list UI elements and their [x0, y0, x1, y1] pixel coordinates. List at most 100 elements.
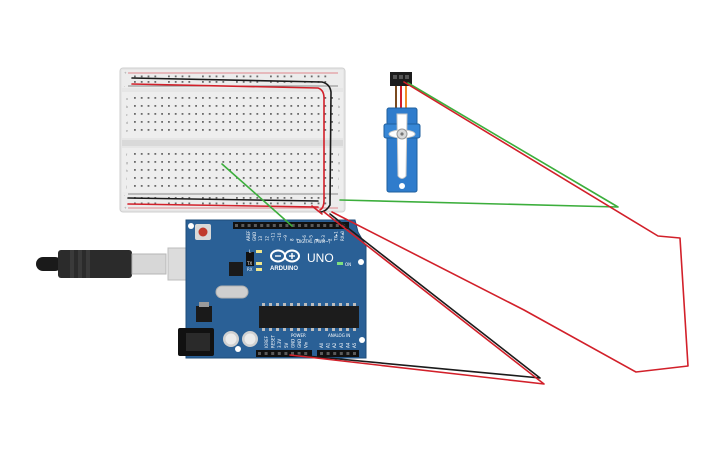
rail-hole[interactable] — [283, 202, 286, 205]
strip-hole[interactable] — [147, 121, 150, 123]
strip-hole[interactable] — [297, 129, 299, 131]
strip-hole[interactable] — [202, 185, 204, 187]
strip-hole[interactable] — [270, 161, 272, 163]
rail-hole[interactable] — [290, 202, 293, 205]
rail-hole[interactable] — [256, 81, 259, 83]
strip-hole[interactable] — [168, 121, 170, 123]
rail-hole[interactable] — [208, 81, 211, 83]
rail-hole[interactable] — [202, 75, 204, 78]
strip-hole[interactable] — [188, 169, 191, 171]
strip-hole[interactable] — [317, 153, 320, 155]
strip-hole[interactable] — [195, 161, 197, 163]
strip-hole[interactable] — [208, 169, 211, 171]
strip-hole[interactable] — [140, 121, 143, 123]
strip-hole[interactable] — [276, 169, 279, 171]
strip-hole[interactable] — [256, 105, 259, 107]
strip-hole[interactable] — [174, 129, 177, 131]
strip-hole[interactable] — [331, 121, 333, 123]
strip-hole[interactable] — [331, 129, 333, 131]
strip-hole[interactable] — [147, 185, 150, 187]
strip-hole[interactable] — [310, 105, 313, 107]
strip-hole[interactable] — [222, 129, 225, 131]
strip-hole[interactable] — [276, 129, 279, 131]
reset-button-cap[interactable] — [198, 227, 208, 237]
strip-hole[interactable] — [147, 129, 150, 131]
strip-hole[interactable] — [290, 185, 293, 187]
strip-hole[interactable] — [154, 153, 157, 155]
strip-hole[interactable] — [297, 161, 299, 163]
strip-hole[interactable] — [208, 161, 211, 163]
strip-hole[interactable] — [310, 185, 313, 187]
strip-hole[interactable] — [242, 161, 245, 163]
strip-hole[interactable] — [290, 169, 293, 171]
strip-hole[interactable] — [147, 177, 150, 179]
strip-hole[interactable] — [140, 105, 143, 107]
digital-pin[interactable] — [260, 224, 264, 227]
rail-hole[interactable] — [147, 75, 150, 78]
rail-hole[interactable] — [174, 75, 177, 78]
strip-hole[interactable] — [134, 97, 136, 99]
strip-hole[interactable] — [317, 177, 320, 179]
strip-hole[interactable] — [242, 177, 245, 179]
rail-hole[interactable] — [304, 75, 306, 78]
strip-hole[interactable] — [161, 105, 163, 107]
strip-hole[interactable] — [222, 113, 225, 115]
strip-hole[interactable] — [270, 113, 272, 115]
rail-hole[interactable] — [242, 202, 245, 205]
strip-hole[interactable] — [276, 185, 279, 187]
rail-hole[interactable] — [270, 197, 272, 199]
strip-hole[interactable] — [215, 169, 218, 171]
rail-hole[interactable] — [236, 81, 238, 83]
strip-hole[interactable] — [256, 121, 259, 123]
rail-hole[interactable] — [188, 202, 191, 205]
strip-hole[interactable] — [324, 113, 327, 115]
rail-hole[interactable] — [181, 75, 184, 78]
power-pin[interactable] — [297, 352, 301, 355]
strip-hole[interactable] — [297, 153, 299, 155]
strip-hole[interactable] — [229, 161, 231, 163]
digital-pin[interactable] — [298, 224, 301, 227]
strip-hole[interactable] — [168, 177, 170, 179]
strip-hole[interactable] — [256, 97, 259, 99]
strip-hole[interactable] — [140, 153, 143, 155]
rail-hole[interactable] — [256, 197, 259, 199]
strip-hole[interactable] — [154, 105, 157, 107]
strip-hole[interactable] — [331, 105, 333, 107]
wire-green-signal-breadboard[interactable] — [221, 163, 293, 227]
strip-hole[interactable] — [208, 153, 211, 155]
strip-hole[interactable] — [147, 105, 150, 107]
rail-hole[interactable] — [270, 202, 272, 205]
strip-hole[interactable] — [202, 177, 204, 179]
strip-hole[interactable] — [242, 105, 245, 107]
strip-hole[interactable] — [249, 105, 252, 107]
strip-hole[interactable] — [181, 129, 184, 131]
power-pin[interactable] — [258, 352, 261, 355]
rail-hole[interactable] — [222, 75, 225, 78]
strip-hole[interactable] — [229, 105, 231, 107]
rail-hole[interactable] — [154, 202, 157, 205]
strip-hole[interactable] — [242, 153, 245, 155]
rail-hole[interactable] — [310, 202, 313, 205]
rail-hole[interactable] — [134, 75, 136, 78]
strip-hole[interactable] — [174, 185, 177, 187]
strip-hole[interactable] — [256, 177, 259, 179]
strip-hole[interactable] — [215, 185, 218, 187]
strip-hole[interactable] — [263, 169, 265, 171]
strip-hole[interactable] — [242, 169, 245, 171]
strip-hole[interactable] — [174, 105, 177, 107]
strip-hole[interactable] — [270, 153, 272, 155]
digital-pin[interactable] — [316, 224, 320, 227]
rail-hole[interactable] — [208, 197, 211, 199]
strip-hole[interactable] — [134, 169, 136, 171]
strip-hole[interactable] — [222, 105, 225, 107]
strip-hole[interactable] — [215, 153, 218, 155]
strip-hole[interactable] — [215, 177, 218, 179]
rail-hole[interactable] — [283, 75, 286, 78]
strip-hole[interactable] — [161, 161, 163, 163]
strip-hole[interactable] — [324, 153, 327, 155]
strip-hole[interactable] — [304, 169, 306, 171]
strip-hole[interactable] — [174, 153, 177, 155]
strip-hole[interactable] — [290, 105, 293, 107]
rail-hole[interactable] — [181, 197, 184, 199]
